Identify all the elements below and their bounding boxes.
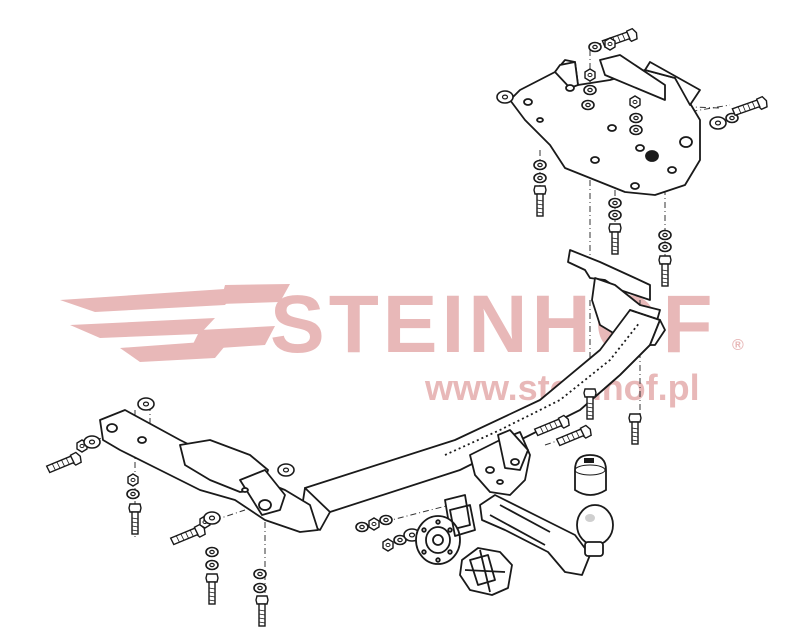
nut-icon — [368, 517, 380, 531]
washer-icon — [629, 112, 643, 124]
hardware-bolt-icon — [255, 595, 269, 627]
washer-icon — [533, 172, 547, 184]
hardware-bolt-icon — [608, 223, 622, 255]
washer-icon — [658, 229, 672, 241]
washer-icon — [277, 463, 295, 477]
washer-icon — [629, 124, 643, 136]
washer-icon — [709, 116, 727, 130]
hardware-bolt-icon — [168, 522, 208, 547]
nut-icon — [604, 37, 616, 51]
washer-icon — [126, 488, 140, 500]
hardware-bolt-icon — [730, 95, 769, 118]
nut-icon — [127, 473, 139, 487]
washer-icon — [205, 559, 219, 571]
washer-icon — [583, 84, 597, 96]
washer-icon — [658, 241, 672, 253]
hardware-bolt-icon — [44, 450, 84, 475]
washer-icon — [581, 99, 595, 111]
washer-icon — [496, 90, 514, 104]
electrical-socket-icon — [415, 494, 476, 565]
nut-icon — [382, 538, 394, 552]
hardware-bolt-icon — [533, 185, 547, 217]
nut-icon — [629, 95, 641, 109]
hardware-bolt-icon — [554, 423, 594, 448]
nut-icon — [584, 68, 596, 82]
tow-ball-neck — [479, 494, 614, 576]
ball-cover-cap-icon — [574, 454, 607, 496]
upper-mounting-bracket — [509, 54, 701, 196]
washer-icon — [203, 511, 221, 525]
registered-mark: ® — [732, 337, 744, 354]
washer-icon — [253, 582, 267, 594]
tow-ball-icon — [576, 504, 614, 557]
washer-icon — [83, 435, 101, 449]
hardware-bolt-icon — [128, 503, 142, 535]
washer-icon — [533, 159, 547, 171]
washer-icon — [608, 209, 622, 221]
washer-icon — [608, 197, 622, 209]
washer-icon — [137, 397, 155, 411]
main-crossbar — [99, 249, 666, 533]
washer-icon — [355, 521, 369, 533]
washer-icon — [588, 41, 602, 53]
washer-icon — [205, 546, 219, 558]
hardware-bolt-icon — [628, 413, 642, 445]
steinhof-logo-icon — [60, 284, 290, 362]
hardware-bolt-icon — [205, 573, 219, 605]
rubber-grommet-icon — [459, 547, 513, 596]
washer-icon — [379, 514, 393, 526]
washer-icon — [253, 568, 267, 580]
